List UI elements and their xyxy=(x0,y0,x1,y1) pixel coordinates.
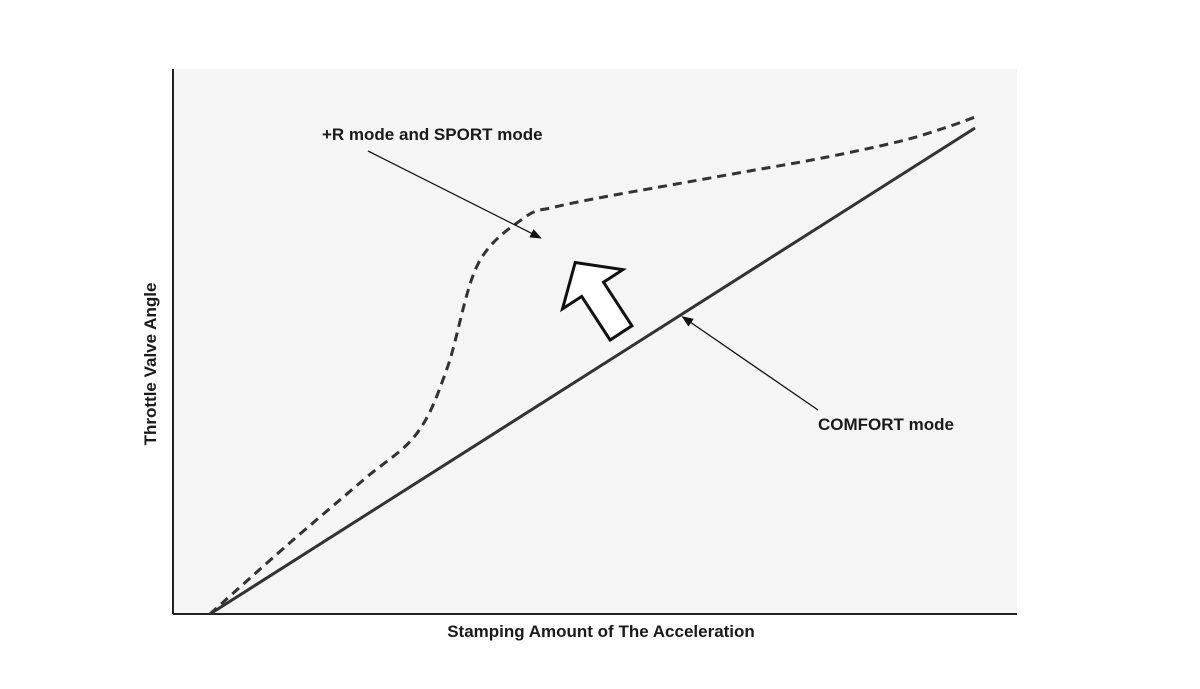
x-axis-label: Stamping Amount of The Acceleration xyxy=(447,622,755,641)
y-axis-label: Throttle Valve Angle xyxy=(141,283,160,446)
up-arrow-icon xyxy=(560,260,634,343)
series-line-sport-mode xyxy=(209,115,976,616)
annotation-sport-mode: +R mode and SPORT mode xyxy=(322,125,543,144)
series-line-comfort-mode xyxy=(209,126,976,616)
annotation-leader-sport xyxy=(367,150,542,239)
plot-background xyxy=(173,69,1017,614)
annotation-leader-comfort xyxy=(681,316,819,411)
annotation-comfort-mode: COMFORT mode xyxy=(818,415,954,434)
